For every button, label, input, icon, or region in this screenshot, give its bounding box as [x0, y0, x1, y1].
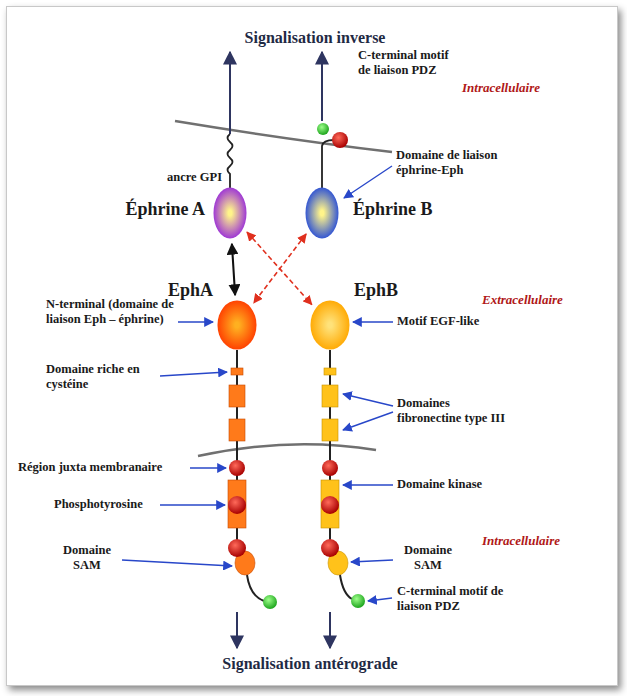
- region-label: Intracellulaire: [462, 80, 572, 96]
- receptor-oval: EphB: [310, 300, 350, 350]
- signal-heading: Signalisation antérograde: [140, 654, 480, 673]
- region-label: Intracellulaire: [482, 533, 592, 549]
- ephrin-stem: [322, 140, 334, 188]
- ephrin-oval: Éphrine B: [305, 187, 339, 239]
- part-label: Domaine riche en cystéine: [46, 362, 158, 392]
- binding-arrow: [247, 232, 312, 305]
- part-label: Domaine SAM: [54, 543, 120, 573]
- ephrin-oval: Éphrine A: [213, 187, 247, 239]
- leader-arrows: [122, 166, 393, 601]
- oval-shape: [305, 187, 339, 239]
- part-label: Domaine kinase: [397, 477, 517, 492]
- ephb-receptor: [321, 350, 365, 608]
- part-label: Région juxta membranaire: [18, 460, 190, 475]
- binding-arrow: [254, 234, 306, 303]
- node-heading: Éphrine A: [125, 199, 205, 220]
- oval-shape: [213, 187, 247, 239]
- oval-shape: [310, 300, 350, 350]
- part-label: Phosphotyrosine: [54, 497, 159, 512]
- signal-arrow: [321, 52, 323, 121]
- oval-shape: [217, 300, 257, 350]
- plasma-membrane: [198, 444, 376, 456]
- binding-arrow: [232, 244, 235, 295]
- part-label: C-terminal motif de liaison PDZ: [397, 584, 509, 614]
- signal-arrow: [236, 612, 238, 648]
- part-label: ancre GPI: [130, 170, 222, 185]
- epha-receptor: [228, 350, 277, 609]
- region-label: Extracellulaire: [482, 292, 592, 308]
- receptor-oval: EphA: [217, 300, 257, 350]
- node-heading: EphA: [168, 280, 213, 301]
- pdz-motif-dot: [317, 123, 329, 135]
- part-label: N-terminal (domaine de liaison Eph – éph…: [46, 297, 176, 327]
- frame-panel: [6, 6, 618, 686]
- phosphotyrosine-dot: [332, 132, 348, 148]
- plasma-membrane: [175, 121, 392, 152]
- node-heading: Éphrine B: [353, 199, 433, 220]
- part-label: Domaines fibronectine type III: [397, 396, 512, 426]
- signal-arrow: [229, 52, 231, 134]
- signal-heading: Signalisation inverse: [160, 28, 470, 47]
- part-label: Domaine SAM: [395, 543, 461, 573]
- signal-arrow: [329, 612, 331, 648]
- gpi-anchor: [228, 134, 233, 189]
- part-label: Motif EGF-like: [397, 314, 517, 329]
- node-heading: EphB: [354, 280, 398, 301]
- part-label: Domaine de liaison éphrine-Eph: [396, 148, 536, 178]
- part-label: C-terminal motif de liaison PDZ: [358, 48, 456, 78]
